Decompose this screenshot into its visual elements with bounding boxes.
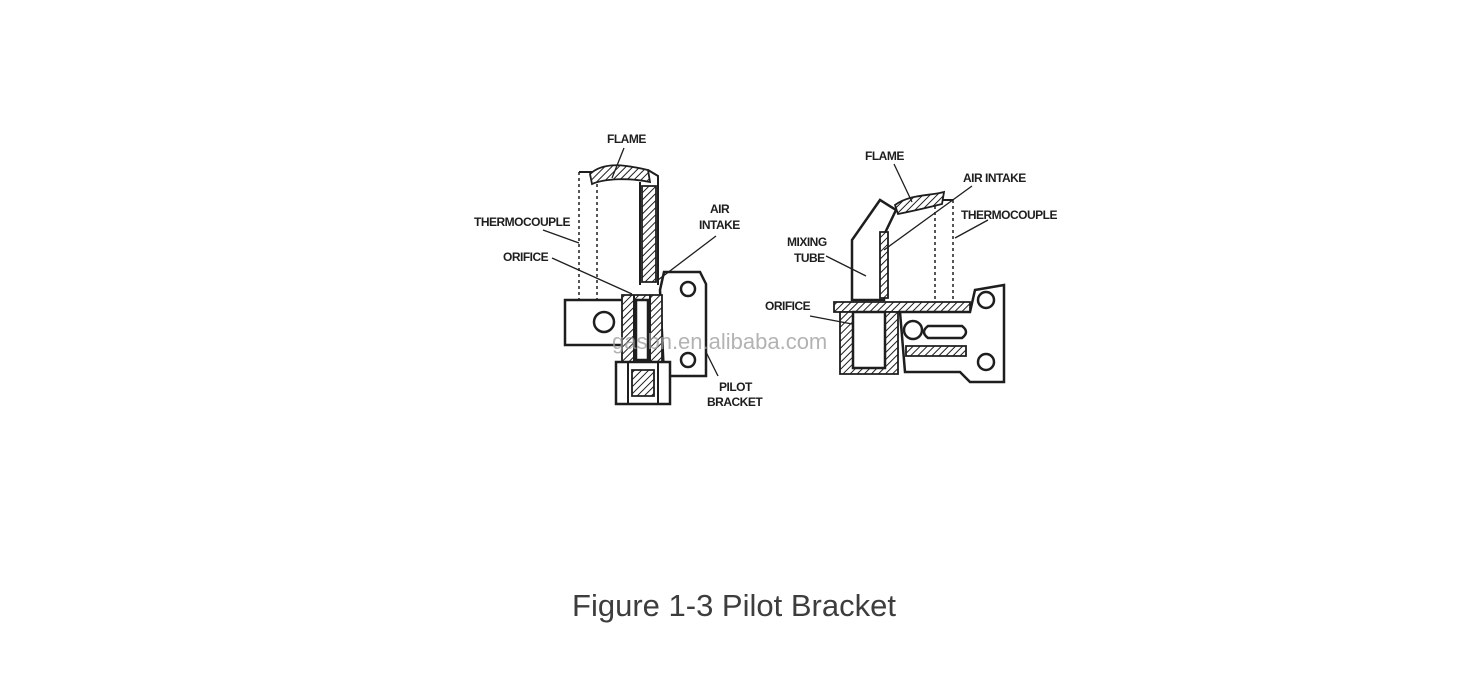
- left-label-bracket: BRACKET: [707, 395, 763, 409]
- left-pilot-hood: [639, 169, 659, 285]
- left-label-thermocouple: THERMOCOUPLE: [474, 215, 570, 229]
- right-bracket-plate-top: [833, 301, 971, 313]
- left-label-flame: FLAME: [607, 132, 646, 146]
- figure-caption: Figure 1-3 Pilot Bracket: [572, 588, 896, 623]
- right-label-tube: TUBE: [794, 251, 825, 265]
- left-label-intake: INTAKE: [699, 218, 740, 232]
- left-label-air: AIR: [710, 202, 730, 216]
- right-label-orifice: ORIFICE: [765, 299, 811, 313]
- right-label-mixing: MIXING: [787, 235, 827, 249]
- left-label-orifice: ORIFICE: [503, 250, 549, 264]
- right-mixing-tube: [850, 198, 898, 302]
- left-label-pilot: PILOT: [719, 380, 753, 394]
- right-label-thermocouple: THERMOCOUPLE: [961, 208, 1057, 222]
- left-pilot-assembly: FLAME THERMOCOUPLE ORIFICE AIR INTAKE PI…: [474, 132, 764, 409]
- right-flame-shape: [893, 190, 946, 216]
- right-label-flame: FLAME: [865, 149, 904, 163]
- left-thermocouple-line: [578, 172, 598, 300]
- right-pilot-assembly: FLAME AIR INTAKE THERMOCOUPLE MIXING TUB…: [765, 149, 1058, 384]
- right-label-air-intake: AIR INTAKE: [963, 171, 1026, 185]
- watermark-text: gasbn.en.alibaba.com: [612, 329, 827, 354]
- right-thermocouple-line: [934, 200, 954, 303]
- left-flame-shape: [589, 164, 652, 186]
